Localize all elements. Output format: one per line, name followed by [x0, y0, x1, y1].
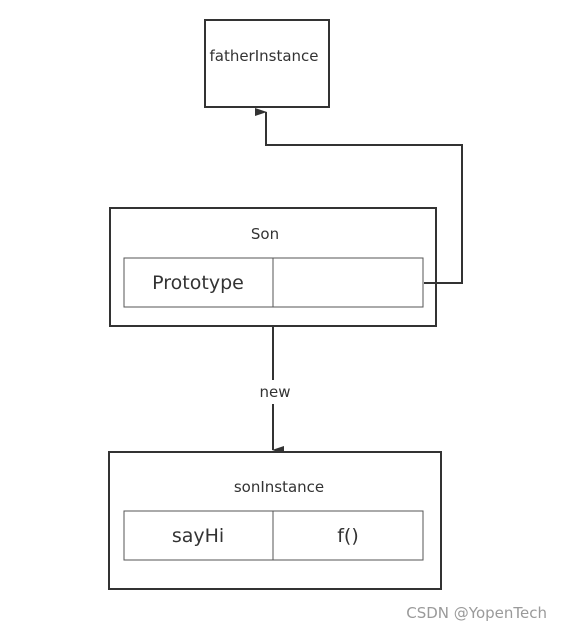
prototype-link-arrow [255, 108, 463, 284]
son-prototype-key: Prototype [152, 272, 244, 294]
father-instance-node: fatherInstance [204, 19, 330, 108]
son-node: Son Prototype [109, 207, 437, 327]
son-instance-sayhi-value: f() [337, 525, 359, 547]
father-instance-title: fatherInstance [209, 47, 318, 65]
son-instance-sayhi-value-cell [272, 510, 424, 561]
son-prototype-value-cell [272, 257, 424, 308]
new-edge-label-bg [256, 380, 292, 404]
son-instance-sayhi-key: sayHi [172, 525, 224, 547]
son-instance-sayhi-key-cell [123, 510, 274, 561]
son-prototype-key-cell [123, 257, 274, 308]
son-instance-title: sonInstance [234, 478, 324, 496]
watermark-text: CSDN @YopenTech [406, 604, 547, 622]
father-instance-box [204, 19, 330, 108]
son-title: Son [251, 225, 279, 243]
new-edge-label: new [259, 383, 290, 401]
son-instance-node: sonInstance sayHi f() [108, 451, 442, 590]
